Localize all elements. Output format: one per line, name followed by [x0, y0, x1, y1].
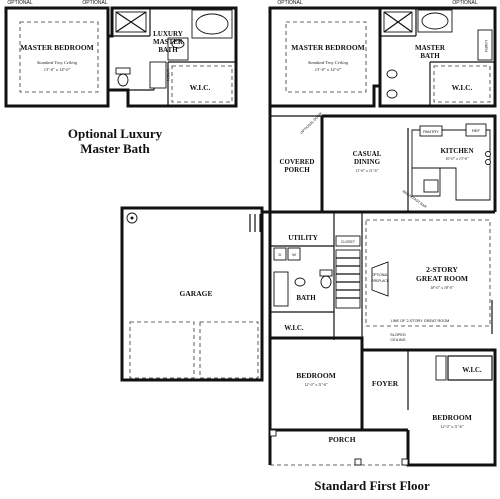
casual-dining-line-1: CASUAL [353, 150, 382, 158]
sloped-line-1: SLOPED [390, 333, 406, 337]
bedroom-a-dims: 12'-0" x 11'-6" [304, 382, 328, 387]
foyer-label: FOYER [372, 379, 399, 388]
casual-dining-line-2: DINING [354, 158, 381, 166]
optional-caption-line-2: Master Bath [80, 141, 150, 156]
linen-label: LINEN [166, 69, 171, 81]
ff-linen-label: LINEN [484, 40, 489, 52]
optional-wic-label: W.I.C. [190, 83, 211, 92]
porch-label: PORCH [328, 435, 355, 444]
bedroom-b-dims: 12'-0" x 11'-6" [440, 424, 464, 429]
luxury-bath-line-2: MASTER [153, 38, 184, 46]
garage-label: GARAGE [180, 289, 213, 298]
optional-door-label: OPTIONAL DOOR [300, 111, 324, 135]
sloped-line-2: CEILING [390, 338, 405, 342]
bedroom-b-label: BEDROOM [432, 413, 472, 422]
ff-master-bath-line-2: BATH [420, 52, 440, 60]
wic2-label: W.I.C. [284, 324, 304, 332]
ff-sink-icon [386, 69, 398, 79]
first-floor-plan: OPTIONAL OPTIONAL LINEN MASTER BEDROOM S… [120, 0, 497, 467]
closet-label: CLOSET [341, 240, 356, 244]
ff-master-bath-line-1: MASTER [415, 44, 446, 52]
great-room-dims: 18'-0" x 18'-0" [430, 285, 454, 290]
great-room-line-2: GREAT ROOM [416, 274, 468, 283]
casual-dining-dims: 11'-6" x 11'-6" [356, 168, 379, 173]
fireplace-icon [371, 261, 389, 297]
ff-ceiling-note: Standard Tray Ceiling [308, 60, 349, 65]
bath-tub-icon [273, 271, 289, 307]
first-floor-caption: Standard First Floor [314, 478, 430, 493]
optional-caption-line-1: Optional Luxury [68, 126, 163, 141]
sink-icon [171, 39, 185, 49]
optional-bath-plan: OPTIONAL OPTIONAL LINEN MASTER BEDROOM [4, 0, 238, 108]
covered-porch-line-1: COVERED [279, 158, 314, 166]
kitchen-label: KITCHEN [440, 147, 473, 155]
wic3-label: W.I.C. [462, 366, 482, 374]
fireplace-line-2: FIREPLACE [371, 279, 389, 283]
utility-label: UTILITY [288, 234, 318, 242]
ref-label: REF [472, 128, 481, 133]
bedroom-a-label: BEDROOM [296, 371, 336, 380]
optional-note-left: OPTIONAL [7, 0, 33, 6]
dryer-label: D [279, 252, 282, 257]
ff-bedroom-dims: 13'-0" x 14'-0" [315, 67, 342, 72]
toilet-icon [115, 67, 131, 75]
range-icon [423, 179, 439, 193]
ff-optional-note-left: OPTIONAL [277, 0, 303, 6]
ff-optional-note-right: OPTIONAL [452, 0, 478, 6]
luxury-bath-line-1: LUXURY [153, 30, 183, 38]
bath-label: BATH [296, 294, 316, 302]
line-note: LINE OF 2-STORY GREAT ROOM [391, 319, 450, 323]
optional-ceiling-note: Standard Tray Ceiling [37, 60, 78, 65]
optional-master-bedroom-label: MASTER BEDROOM [20, 43, 94, 52]
stairs [335, 249, 361, 309]
pantry-label: PANTRY [423, 129, 439, 134]
luxury-bath-line-3: BATH [158, 46, 178, 54]
garage-walls [120, 206, 264, 382]
kitchen-dims: 10'-0" x 13'-6" [445, 156, 469, 161]
ff-master-bedroom-label: MASTER BEDROOM [291, 43, 365, 52]
ff-wic-label: W.I.C. [452, 83, 473, 92]
bath-toilet-icon [320, 275, 332, 289]
optional-note-right: OPTIONAL [82, 0, 108, 6]
washer-label: W [292, 252, 296, 257]
covered-porch-line-2: PORCH [284, 166, 310, 174]
fireplace-line-1: OPTIONAL [372, 273, 388, 277]
optional-bedroom-dims: 13'-0" x 14'-0" [44, 67, 71, 72]
great-room-line-1: 2-STORY [426, 265, 458, 274]
